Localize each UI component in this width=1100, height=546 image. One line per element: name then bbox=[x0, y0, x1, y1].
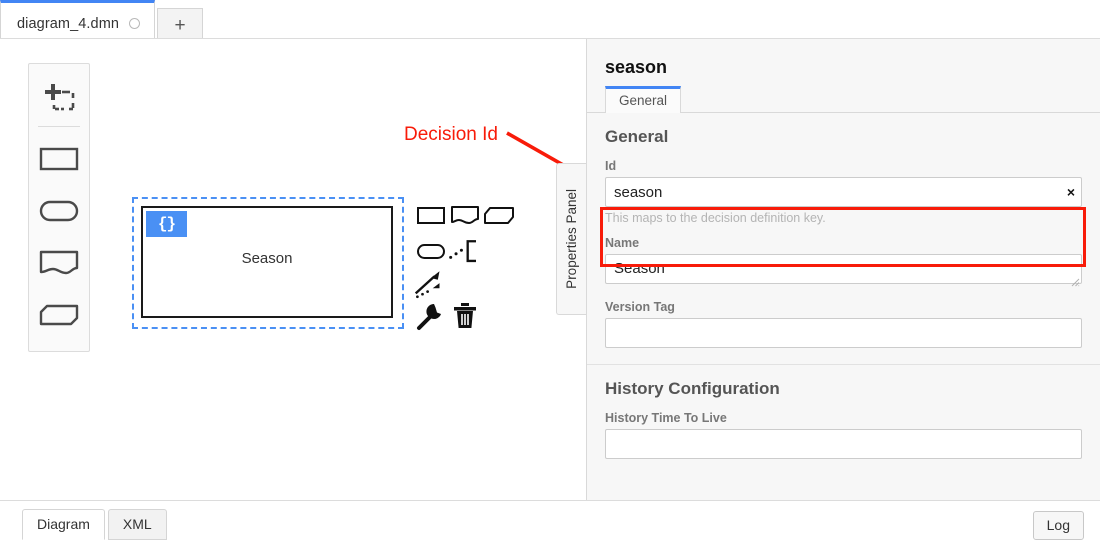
properties-panel: season General General Id × bbox=[586, 39, 1100, 502]
decision-shape-season[interactable]: {} Season bbox=[141, 206, 393, 318]
properties-panel-header: season bbox=[587, 39, 1100, 85]
dmn-canvas[interactable]: {} Season bbox=[0, 39, 587, 502]
tab-general-label: General bbox=[619, 93, 668, 108]
group-history-configuration: History Configuration History Time To Li… bbox=[587, 365, 1100, 475]
context-pad-append-text-annotation[interactable] bbox=[448, 237, 482, 267]
knowledge-source-icon bbox=[451, 206, 479, 224]
bottom-bar: Diagram XML Log bbox=[0, 500, 1100, 546]
palette-item-decision[interactable] bbox=[29, 133, 89, 185]
tab-diagram-label: Diagram bbox=[37, 516, 90, 532]
decision-expression-badge[interactable]: {} bbox=[146, 211, 187, 237]
group-general: General Id × This maps to the decision d… bbox=[587, 113, 1100, 365]
field-id: Id × This maps to the decision definitio… bbox=[605, 159, 1082, 225]
work-area: {} Season bbox=[0, 38, 1100, 502]
palette bbox=[28, 63, 90, 352]
context-pad-delete-trash[interactable] bbox=[448, 301, 482, 331]
properties-panel-toggle-label: Properties Panel bbox=[564, 189, 579, 289]
context-pad-connect-information-requirement[interactable] bbox=[414, 269, 448, 299]
unsaved-circle-icon[interactable] bbox=[129, 18, 141, 29]
tab-general[interactable]: General bbox=[605, 86, 682, 113]
text-annotation-icon bbox=[449, 240, 477, 263]
log-button[interactable]: Log bbox=[1032, 511, 1084, 540]
version-tag-input[interactable] bbox=[605, 318, 1082, 348]
field-version-tag-label: Version Tag bbox=[605, 300, 675, 314]
palette-separator bbox=[38, 126, 80, 127]
field-version-tag: Version Tag bbox=[605, 300, 1082, 348]
context-pad-append-input-data[interactable] bbox=[414, 237, 448, 267]
field-history-time-to-live: History Time To Live bbox=[605, 411, 1082, 459]
properties-panel-tabs: General bbox=[587, 85, 1100, 113]
field-history-time-to-live-label: History Time To Live bbox=[605, 411, 727, 425]
properties-panel-toggle[interactable]: Properties Panel bbox=[556, 163, 586, 315]
annotation-label-decision-id: Decision Id bbox=[404, 124, 498, 145]
context-pad-append-decision[interactable] bbox=[414, 201, 448, 231]
field-name: Name bbox=[605, 236, 1082, 289]
tab-diagram-4-dmn[interactable]: diagram_4.dmn bbox=[0, 0, 156, 44]
context-pad-append-knowledge-source[interactable] bbox=[448, 201, 482, 231]
tab-xml-label: XML bbox=[122, 516, 152, 532]
business-knowledge-model-icon bbox=[39, 304, 79, 326]
group-general-title: General bbox=[605, 127, 669, 146]
bottom-tab-group: Diagram XML bbox=[22, 509, 170, 540]
group-history-configuration-title: History Configuration bbox=[605, 379, 780, 398]
log-button-label: Log bbox=[1046, 517, 1070, 533]
input-data-icon bbox=[39, 200, 79, 222]
tab-xml[interactable]: XML bbox=[107, 509, 167, 540]
name-input[interactable] bbox=[605, 254, 1082, 284]
context-pad bbox=[414, 201, 526, 337]
input-data-icon bbox=[417, 244, 445, 259]
context-pad-append-business-knowledge-model[interactable] bbox=[482, 201, 516, 231]
palette-item-business-knowledge-model[interactable] bbox=[29, 289, 89, 341]
information-requirement-arrow-icon bbox=[414, 271, 440, 299]
business-knowledge-model-icon bbox=[484, 207, 514, 224]
palette-item-input-data[interactable] bbox=[29, 185, 89, 237]
tab-label: diagram_4.dmn bbox=[17, 15, 120, 32]
field-id-description: This maps to the decision definition key… bbox=[605, 211, 826, 225]
trash-icon bbox=[454, 303, 476, 328]
tab-diagram[interactable]: Diagram bbox=[22, 509, 105, 540]
properties-panel-title: season bbox=[605, 57, 668, 77]
properties-panel-body: General Id × This maps to the decision d… bbox=[587, 113, 1100, 475]
clear-icon[interactable]: × bbox=[1066, 184, 1075, 200]
lasso-tool-icon bbox=[45, 84, 75, 111]
decision-shape-label: Season bbox=[241, 250, 293, 267]
palette-item-lasso-tool[interactable] bbox=[29, 72, 89, 124]
decision-icon bbox=[39, 147, 79, 171]
wrench-icon bbox=[417, 303, 441, 330]
history-time-to-live-input[interactable] bbox=[605, 429, 1082, 459]
decision-icon bbox=[417, 207, 445, 224]
field-id-label: Id bbox=[605, 159, 617, 173]
id-input[interactable] bbox=[605, 177, 1082, 207]
field-name-label: Name bbox=[605, 236, 640, 250]
palette-item-knowledge-source[interactable] bbox=[29, 237, 89, 289]
knowledge-source-icon bbox=[39, 250, 79, 275]
plus-icon: + bbox=[174, 15, 186, 36]
tab-bar: diagram_4.dmn + bbox=[0, 0, 1100, 44]
context-pad-change-type-wrench[interactable] bbox=[414, 301, 448, 331]
